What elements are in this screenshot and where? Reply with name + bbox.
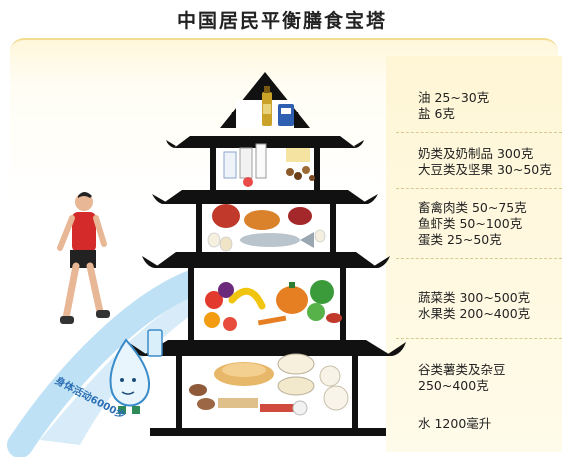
egg-icon	[207, 229, 326, 252]
water-label: 水 1200毫升	[418, 416, 492, 431]
tier-5-label: 谷类薯类及杂豆 250~400克	[418, 362, 506, 394]
label-line: 油 25~30克	[418, 90, 490, 105]
separator	[396, 338, 562, 339]
meat-icon	[212, 204, 312, 230]
tier-1-label: 油 25~30克 盐 6克	[418, 90, 489, 122]
salt-icon	[278, 104, 294, 126]
separator	[396, 258, 562, 259]
label-line: 水果类 200~400克	[418, 306, 531, 321]
tier-2-label: 奶类及奶制品 300克 大豆类及坚果 30~50克	[418, 146, 552, 178]
water-drop-mascot	[109, 329, 163, 414]
tier-4-label: 蔬菜类 300~500克 水果类 200~400克	[418, 290, 530, 322]
tier-3-label: 畜禽肉类 50~75克 鱼虾类 50~100克 蛋类 25~50克	[418, 200, 527, 248]
label-panel	[386, 56, 562, 452]
label-line: 奶类及奶制品 300克	[418, 146, 534, 161]
soy-nuts-icon	[286, 148, 315, 181]
oil-bottle-icon	[262, 86, 272, 126]
grains-icon	[189, 353, 349, 416]
fish-icon	[240, 232, 314, 248]
separator	[396, 132, 562, 133]
label-line: 盐 6克	[418, 106, 455, 121]
milk-icon	[223, 143, 267, 187]
label-line: 蔬菜类 300~500克	[418, 290, 531, 305]
label-line: 蛋类 25~50克	[418, 232, 502, 247]
label-line: 畜禽肉类 50~75克	[418, 200, 527, 215]
vegetables-icon	[257, 280, 342, 326]
runner-figure	[57, 192, 110, 324]
fruit-icon	[204, 282, 266, 331]
label-line: 大豆类及坚果 30~50克	[418, 162, 552, 177]
walking-path	[7, 267, 213, 457]
label-line: 鱼虾类 50~100克	[418, 216, 523, 231]
label-line: 谷类薯类及杂豆	[418, 362, 506, 377]
page-title: 中国居民平衡膳食宝塔	[176, 10, 387, 32]
tier-5-roof	[128, 340, 406, 436]
separator	[396, 188, 562, 189]
label-line: 250~400克	[418, 378, 489, 393]
